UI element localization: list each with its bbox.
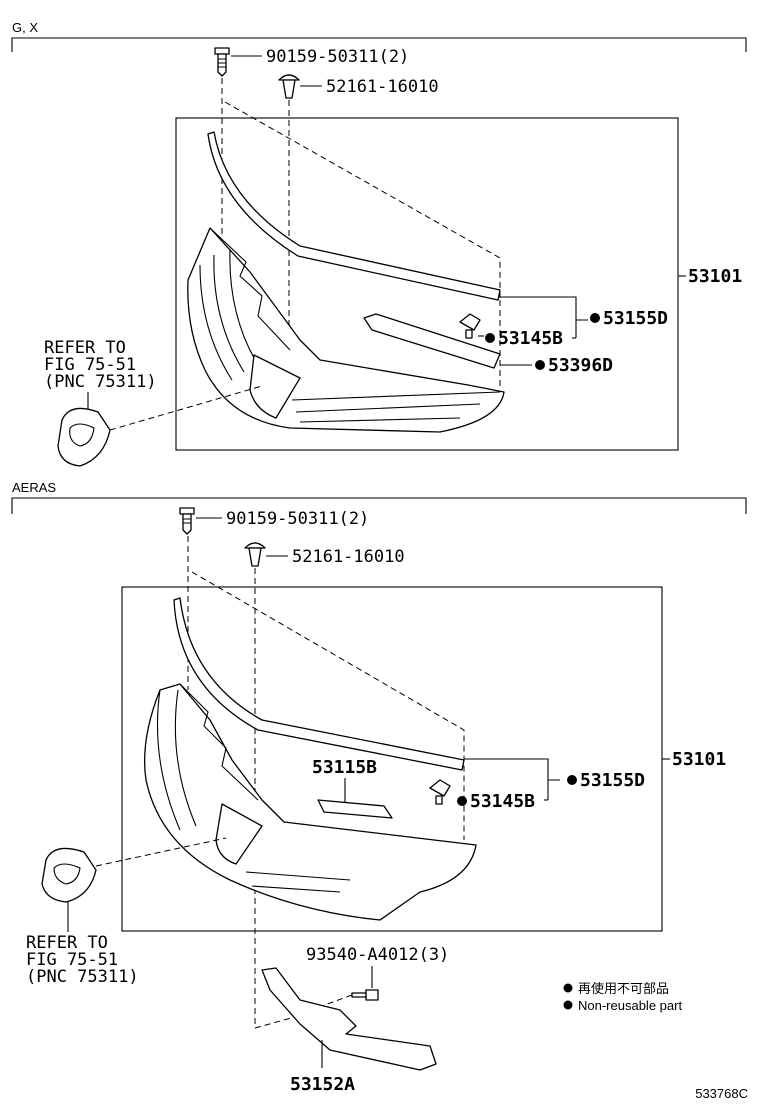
non-reusable-dot-icon [567, 775, 577, 785]
non-reusable-dot-icon [457, 796, 467, 806]
legend-dot-icon [563, 983, 573, 993]
lower-bracket-53152a-icon [261, 967, 437, 1071]
section-title-gx: G, X [12, 20, 38, 35]
part-number-53115b: 53115B [312, 757, 377, 778]
radiator-grille-bottom [143, 683, 477, 921]
part-number-clip-bottom: 52161-16010 [292, 547, 405, 567]
part-number-bolt-bottom: 90159-50311(2) [226, 509, 369, 529]
non-reusable-dot-icon [485, 333, 495, 343]
refer-line-1-top: REFER TO [44, 338, 126, 358]
part-number-53155d-top: 53155D [603, 308, 668, 329]
assembly-box-top [175, 117, 679, 451]
refer-line-3-top: (PNC 75311) [44, 372, 157, 392]
grille-molding-bottom [173, 597, 465, 771]
legend-dot-icon [563, 1000, 573, 1010]
leader-line [464, 758, 560, 781]
part-number-assy-bottom: 53101 [672, 749, 726, 770]
part-number-bolt-top: 90159-50311(2) [266, 47, 409, 67]
guide-line [191, 571, 465, 840]
part-number-screw: 93540-A4012(3) [306, 945, 449, 965]
illustration-code: 533768C [695, 1086, 748, 1101]
bolt-icon [214, 47, 230, 77]
guide-line [224, 101, 501, 298]
guide-line [254, 1009, 321, 1029]
bracket-53115b-icon [317, 799, 393, 819]
legend-line-2: Non-reusable part [578, 998, 682, 1013]
emblem-icon-top [57, 407, 111, 467]
section-title-aeras: AERAS [12, 480, 56, 495]
refer-line-3-bottom: (PNC 75311) [26, 967, 139, 987]
section-bracket-top [11, 37, 747, 52]
guide-line [321, 994, 353, 1007]
grille-molding-top [207, 131, 501, 301]
guide-line [95, 837, 227, 867]
refer-line-2-bottom: FIG 75-51 [26, 950, 118, 970]
emblem-icon-bottom [41, 847, 97, 903]
bolt-icon [179, 507, 195, 535]
bracket-53396d-icon [363, 313, 501, 369]
part-number-53155d-bottom: 53155D [580, 770, 645, 791]
non-reusable-dot-icon [590, 313, 600, 323]
part-number-53145b-top: 53145B [498, 328, 563, 349]
non-reusable-dot-icon [535, 360, 545, 370]
screw-icon [351, 989, 379, 1001]
section-bracket-bottom [11, 497, 747, 514]
part-number-assy-top: 53101 [688, 266, 742, 287]
guide-line [109, 385, 263, 431]
clip-53145b-icon-bottom [429, 779, 451, 805]
part-number-53152a: 53152A [290, 1074, 355, 1095]
refer-line-1-bottom: REFER TO [26, 933, 108, 953]
part-number-clip-top: 52161-16010 [326, 77, 439, 97]
leader-line [500, 296, 588, 321]
clip-icon [278, 74, 300, 99]
clip-icon [244, 542, 266, 567]
part-number-53396d: 53396D [548, 355, 613, 376]
legend-line-1: 再使用不可部品 [578, 981, 669, 996]
refer-line-2-top: FIG 75-51 [44, 355, 136, 375]
part-number-53145b-bottom: 53145B [470, 791, 535, 812]
clip-53145b-icon-top [459, 313, 481, 339]
radiator-grille-top [187, 227, 505, 433]
